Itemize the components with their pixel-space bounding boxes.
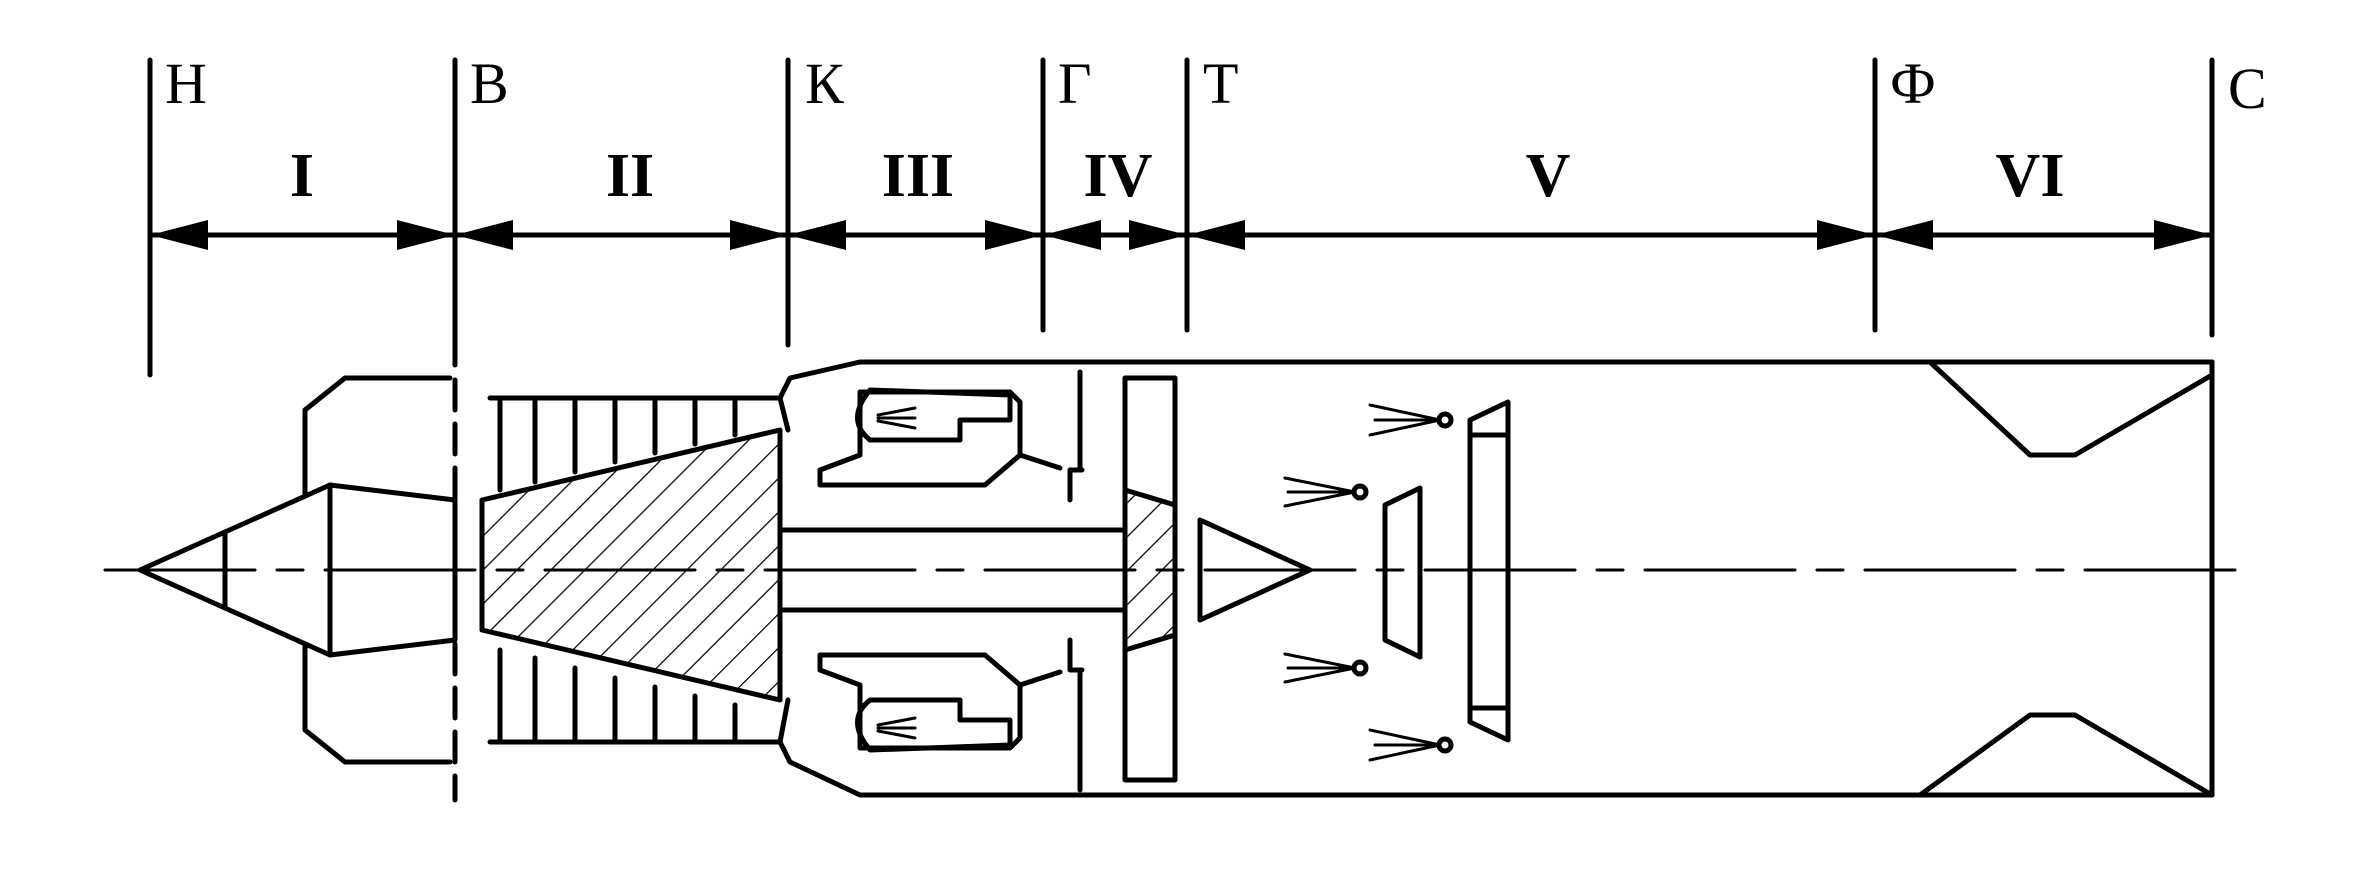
turbine-rotor (1122, 487, 1178, 653)
dimension-arrowheads (150, 220, 2212, 250)
afterburner (1197, 399, 1511, 762)
section-label-4: IV (1084, 142, 1153, 210)
section-label-2: II (606, 142, 654, 210)
station-markers: Н В К Г Т Ф С (147, 51, 2267, 378)
combustor-liner-upper (817, 389, 1023, 488)
section-dimensions: I II III IV V VI (147, 142, 2215, 250)
afterburner-fuel-injectors (1283, 403, 1454, 762)
combustor-liner-lower (817, 652, 1023, 751)
section-label-3: III (882, 142, 954, 210)
section-label-6: VI (1996, 142, 2065, 210)
inlet (137, 375, 458, 803)
combustor-dome-upper (855, 387, 1013, 443)
flame-holder-inner-upper (1382, 485, 1423, 660)
flame-holder-outer (1467, 399, 1511, 743)
station-label-k: К (805, 51, 844, 116)
compressor-blades-upper (532, 395, 738, 485)
combustor-dome-lower (855, 697, 1013, 753)
compressor-rotor (479, 427, 783, 703)
section-label-1: I (290, 142, 314, 210)
combustor-fuel-injectors (876, 406, 917, 740)
station-label-c: С (2228, 56, 2267, 121)
station-label-t: Т (1203, 51, 1238, 116)
nozzle-flap-lower (1917, 712, 2215, 798)
station-label-g: Г (1058, 51, 1092, 116)
inlet-cowl-upper (302, 375, 453, 498)
turbine (1122, 375, 1178, 783)
nozzle-flap-upper (1927, 359, 2215, 458)
exhaust-nozzle (1917, 359, 2215, 798)
compressor (479, 395, 791, 745)
station-label-b: В (470, 51, 509, 116)
compressor-blades-lower (532, 655, 738, 745)
inlet-cowl-lower (302, 642, 453, 765)
exhaust-tail-cone (1197, 517, 1313, 623)
station-label-f: Ф (1890, 51, 1936, 116)
station-label-h: Н (165, 51, 207, 116)
section-label-5: V (1526, 142, 1571, 210)
